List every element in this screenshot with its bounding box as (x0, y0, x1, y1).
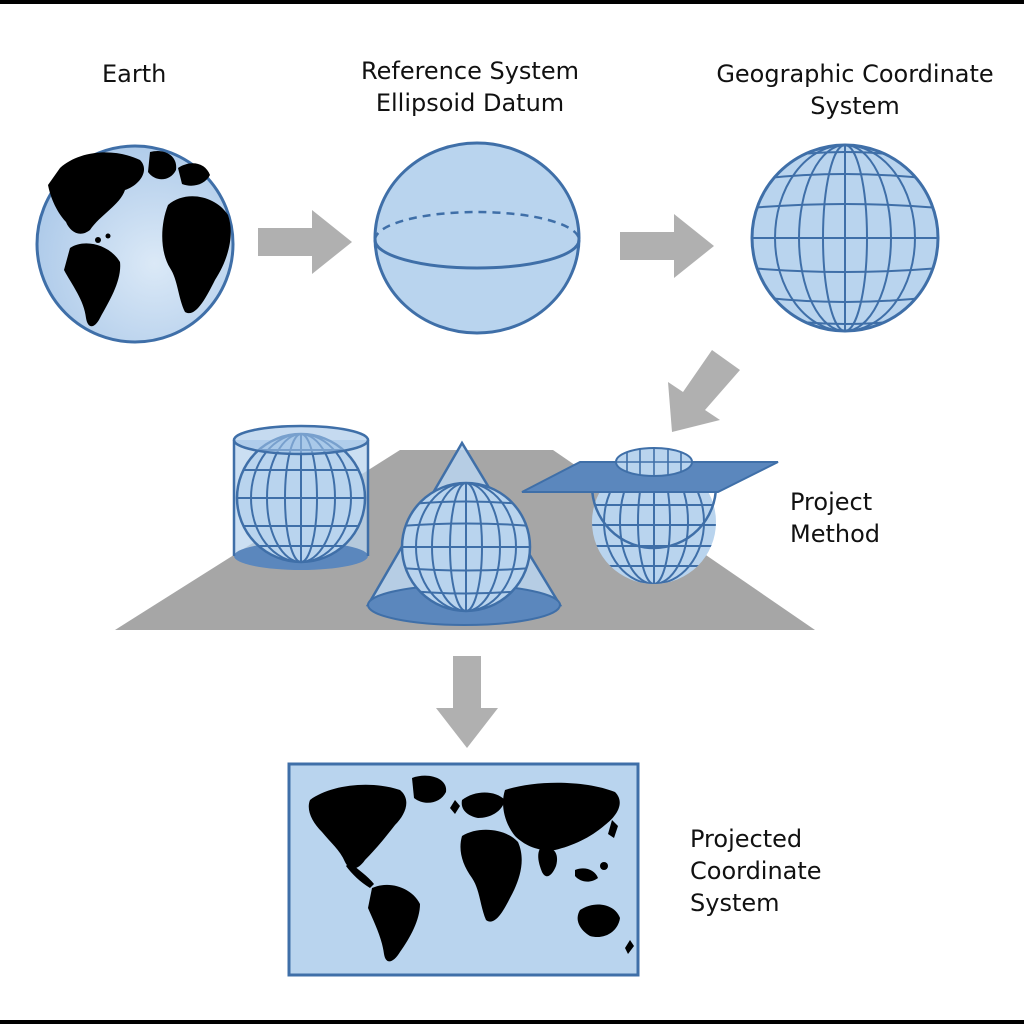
geographic-coordinate-label: Geographic Coordinate System (700, 58, 1010, 122)
reference-label-line2: Ellipsoid Datum (375, 89, 565, 117)
arrow-right-1 (258, 210, 352, 274)
projected-coordinate-label: Projected Coordinate System (690, 823, 822, 919)
cylinder-projection-icon (232, 424, 370, 570)
ellipsoid-sphere-icon (373, 141, 581, 335)
projected-label-line1: Projected (690, 825, 803, 853)
geographic-label-line2: System (810, 92, 900, 120)
earth-globe-icon (35, 144, 235, 344)
graticule-globe-icon (750, 143, 940, 333)
earth-label: Earth (102, 58, 166, 90)
projected-label-line3: System (690, 889, 780, 917)
reference-label-line1: Reference System (361, 57, 579, 85)
reference-system-label: Reference System Ellipsoid Datum (350, 55, 590, 119)
cone-projection-icon (365, 440, 563, 626)
projected-label-line2: Coordinate (690, 857, 822, 885)
project-label-line2: Method (790, 520, 881, 548)
project-label-line1: Project (790, 488, 873, 516)
planar-projection-icon (521, 447, 779, 584)
project-method-label: Project Method (790, 486, 880, 550)
world-map-icon (287, 762, 640, 977)
arrow-down-left (668, 350, 740, 432)
earth-label-text: Earth (102, 60, 167, 88)
bottom-border (0, 1020, 1024, 1024)
arrow-down (436, 656, 498, 748)
geographic-label-line1: Geographic Coordinate (716, 60, 994, 88)
top-border (0, 0, 1024, 4)
arrow-right-2 (620, 214, 714, 278)
